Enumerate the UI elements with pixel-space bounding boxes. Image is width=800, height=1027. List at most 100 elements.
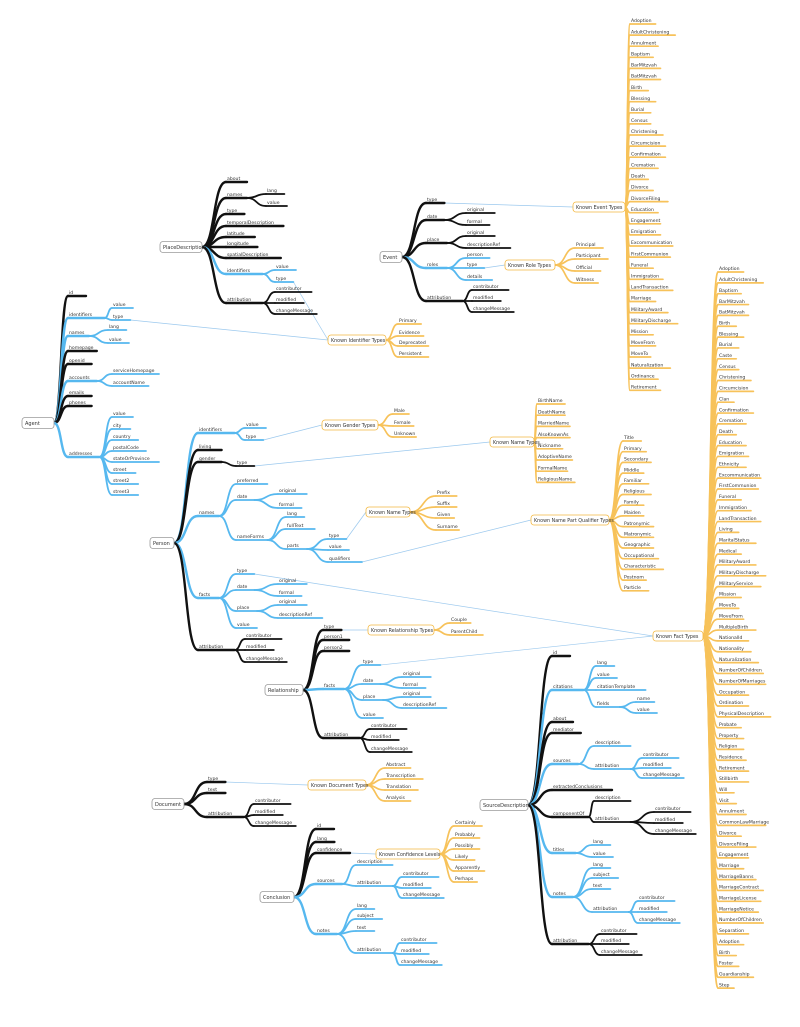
enum-blessing: Blessing — [719, 331, 738, 337]
node-place: place — [427, 237, 440, 243]
enum-birth: Birth — [719, 950, 730, 956]
edge-value — [218, 597, 237, 629]
edge-description — [341, 864, 357, 885]
node-contributor: contributor — [473, 284, 499, 290]
edge-change-message — [587, 943, 601, 956]
known-name-part-qualifier-types-hub[interactable] — [530, 514, 610, 526]
node-modified: modified — [643, 762, 663, 768]
person-node[interactable] — [149, 537, 175, 549]
known-confidence-levels-hub-label: Known Confidence Levels — [379, 852, 441, 858]
enum-census: Census — [631, 118, 648, 124]
event-label: Event — [383, 255, 397, 261]
edge-attribution — [400, 255, 428, 303]
enum-religion: Religion — [719, 744, 737, 750]
enum-surname: Surname — [437, 524, 458, 530]
reference-link-known-name-types — [346, 511, 367, 540]
enum-bat-mitzvah: BatMitzvah — [631, 74, 657, 80]
enum-will: Will — [719, 787, 727, 793]
event-node[interactable] — [379, 251, 403, 263]
enum-middle: Middle — [624, 467, 639, 473]
enum-female: Female — [394, 420, 411, 426]
known-confidence-levels-hub[interactable] — [375, 848, 441, 860]
edge-particle — [608, 519, 624, 592]
node-phones: phones — [69, 400, 86, 406]
enum-occupational: Occupational — [624, 553, 654, 559]
edge-witness — [554, 264, 576, 284]
node-lang: lang — [317, 836, 327, 842]
known-relationship-types-hub[interactable] — [367, 624, 435, 636]
node-city: city — [113, 423, 122, 429]
edge-change-message — [461, 300, 473, 313]
known-role-types-hub[interactable] — [504, 259, 556, 271]
node-change-message: changeMessage — [639, 917, 676, 923]
edge-date — [343, 683, 363, 690]
enum-divorce-filing: DivorceFiling — [631, 196, 661, 202]
edge-change-message — [629, 821, 655, 835]
relationship-node[interactable] — [264, 684, 304, 696]
enum-nationality: Nationality — [719, 646, 744, 652]
enum-move-to: MoveTo — [719, 603, 736, 609]
enum-divorce-filing: DivorceFiling — [719, 841, 749, 847]
node-street: street — [113, 467, 127, 473]
known-gender-types-hub[interactable] — [321, 419, 379, 431]
node-country: country — [113, 434, 131, 440]
conclusion-node[interactable] — [259, 891, 295, 903]
known-identifier-types-hub[interactable] — [327, 334, 387, 346]
edge-description-ref — [382, 699, 403, 709]
node-modified: modified — [639, 906, 659, 912]
reference-link-known-identifier-types — [130, 319, 329, 341]
node-change-message: changeMessage — [643, 772, 680, 778]
enum-annulment: Annulment — [631, 40, 656, 46]
edge-change-message — [627, 911, 639, 924]
known-name-types-hub[interactable] — [489, 436, 535, 448]
document-node[interactable] — [151, 798, 185, 810]
node-lang: lang — [267, 188, 277, 194]
enum-occupation: Occupation — [719, 689, 745, 695]
edge-change-message — [242, 816, 255, 827]
enum-given: Given — [437, 512, 450, 518]
edge-description-ref — [446, 242, 467, 249]
enum-suffix: Suffix — [437, 501, 450, 507]
enum-marital-status: MaritalStatus — [719, 537, 750, 543]
node-change-message: changeMessage — [371, 746, 408, 752]
known-document-types-hub[interactable] — [307, 779, 367, 791]
enum-postnom: Postnom — [624, 574, 644, 580]
enum-marriage-contract: MarriageContract — [719, 885, 759, 891]
agent-node[interactable] — [21, 417, 55, 429]
known-fact-types-hub[interactable] — [652, 630, 704, 642]
known-name-types-hub-label: Known Name Types — [369, 510, 416, 516]
known-event-types-hub-label: Known Event Types — [576, 205, 623, 211]
edge-account-name — [95, 380, 113, 387]
enum-clan: Clan — [719, 396, 729, 402]
enum-first-communion: FirstCommunion — [719, 483, 757, 489]
node-value: value — [363, 712, 376, 718]
known-name-types-hub[interactable] — [365, 506, 411, 518]
edge-type — [261, 273, 276, 283]
place-description-node[interactable] — [159, 241, 203, 253]
enum-mission: Mission — [719, 592, 736, 598]
enum-baptism: Baptism — [719, 288, 738, 294]
edge-original — [253, 493, 279, 501]
node-facts: facts — [324, 683, 336, 689]
known-event-types-hub[interactable] — [572, 201, 626, 213]
enum-education: Education — [631, 207, 654, 213]
node-attribution: attribution — [427, 295, 451, 301]
enum-number-of-marriages: NumberOfMarriages — [719, 679, 766, 685]
node-extracted-conclusions: extractedConclusions — [553, 784, 603, 790]
enum-parent-child: ParentChild — [451, 629, 477, 635]
source-description-node[interactable] — [479, 799, 529, 811]
edge-description-ref — [256, 610, 279, 619]
node-change-message: changeMessage — [255, 820, 292, 826]
edge-value — [618, 706, 637, 714]
node-attribution: attribution — [199, 644, 223, 650]
enum-divorce: Divorce — [719, 830, 737, 836]
node-preferred: preferred — [237, 478, 258, 484]
enum-death: Death — [719, 429, 733, 435]
enum-birth-name: BirthName — [538, 398, 563, 404]
node-attribution: attribution — [227, 297, 251, 303]
edge-change-message — [358, 737, 371, 753]
node-modified: modified — [371, 734, 391, 740]
edge-description — [577, 745, 595, 765]
edge-analysis — [365, 784, 386, 802]
node-value: value — [113, 411, 126, 417]
